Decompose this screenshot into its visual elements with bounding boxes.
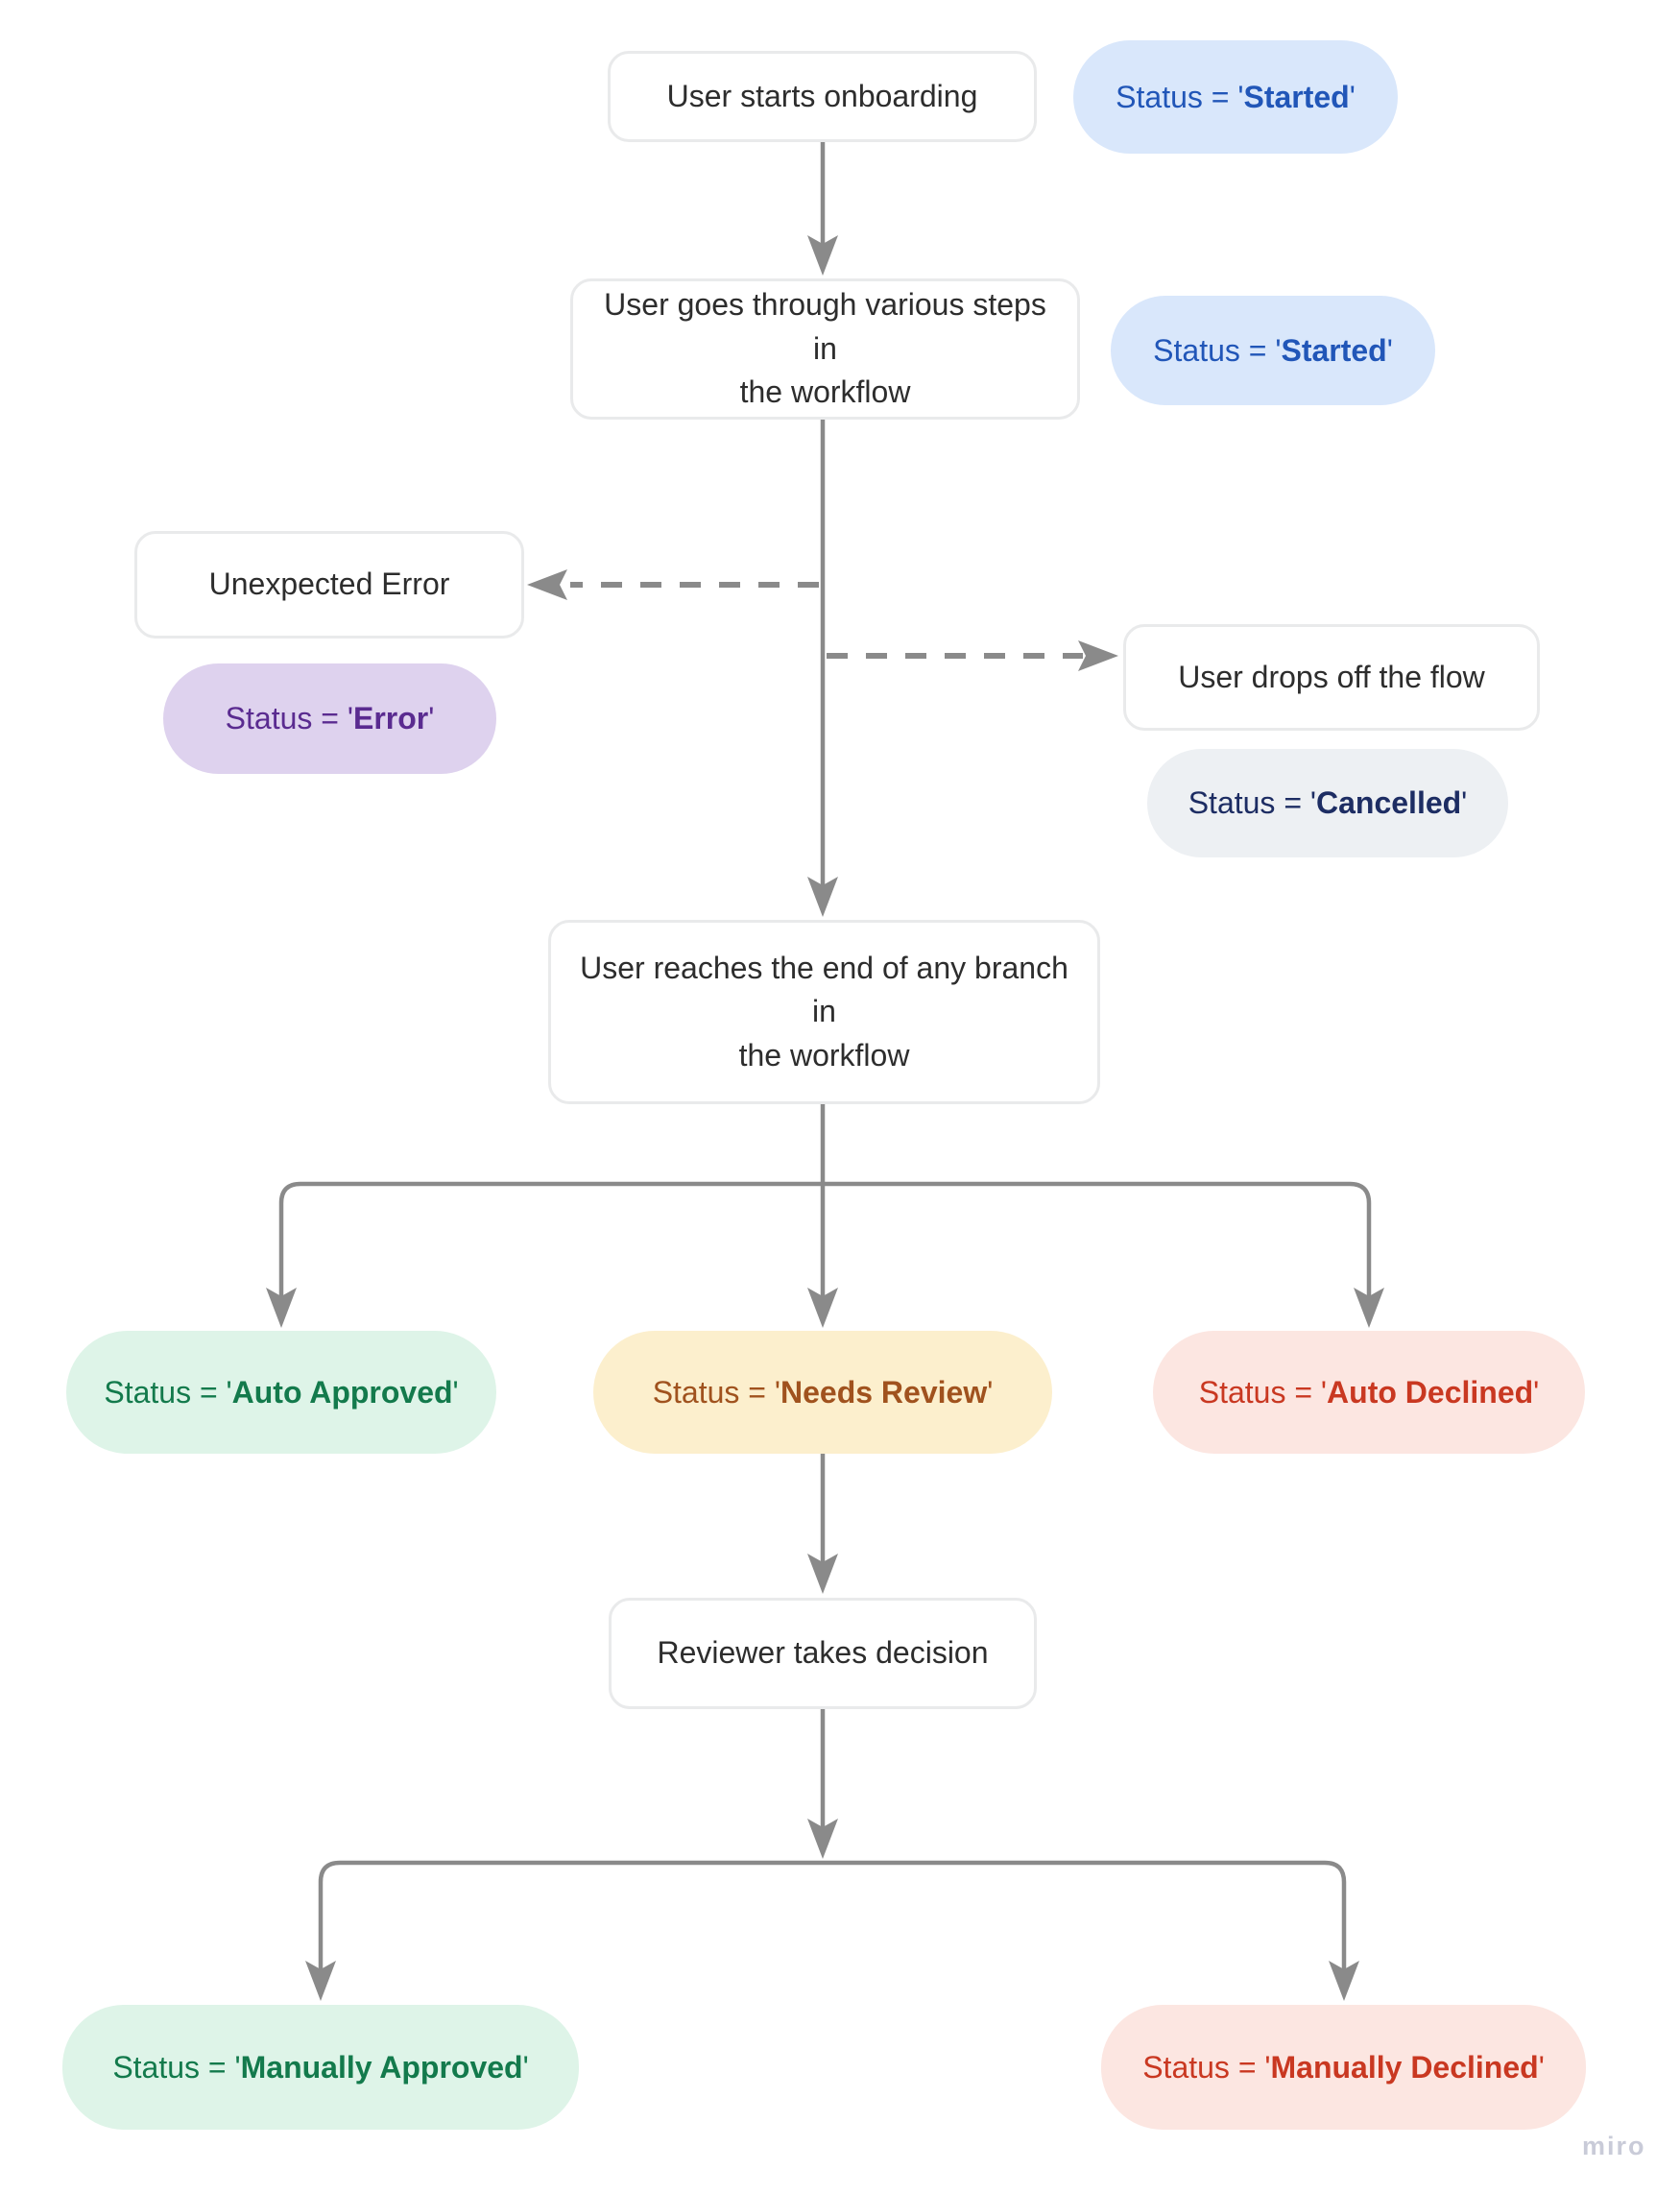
status-value: Manually Declined [1270, 2049, 1539, 2085]
node-label: User reaches the end of any branch in th… [580, 950, 1068, 1073]
status-text: Status = 'Needs Review' [653, 1375, 994, 1410]
arrowhead-into-auto-approved [266, 1288, 297, 1328]
arrowhead-into-steps [807, 235, 838, 276]
status-pill-error[interactable]: Status = 'Error' [163, 663, 496, 774]
status-prefix: Status = ' [104, 1374, 232, 1410]
status-pill-auto-approved[interactable]: Status = 'Auto Approved' [66, 1331, 496, 1454]
status-pill-manually-approved[interactable]: Status = 'Manually Approved' [62, 2005, 579, 2130]
status-value: Started [1281, 332, 1387, 368]
node-user-reaches-end[interactable]: User reaches the end of any branch in th… [548, 920, 1100, 1104]
arrowhead-into-auto-declined [1354, 1288, 1384, 1328]
status-text: Status = 'Started' [1116, 80, 1356, 115]
arrowhead-into-error [527, 569, 567, 600]
node-unexpected-error[interactable]: Unexpected Error [134, 531, 524, 639]
connector-branch-manually-approved [318, 1860, 823, 1969]
status-value: Auto Approved [231, 1374, 453, 1410]
status-suffix: ' [987, 1374, 994, 1410]
status-suffix: ' [1386, 332, 1393, 368]
status-pill-started-mid[interactable]: Status = 'Started' [1111, 296, 1435, 405]
node-user-starts-onboarding[interactable]: User starts onboarding [608, 51, 1037, 142]
status-prefix: Status = ' [112, 2049, 241, 2085]
status-suffix: ' [1533, 1374, 1540, 1410]
status-suffix: ' [1538, 2049, 1545, 2085]
node-reviewer-takes-decision[interactable]: Reviewer takes decision [609, 1598, 1037, 1709]
status-prefix: Status = ' [1153, 332, 1282, 368]
status-prefix: Status = ' [652, 1374, 780, 1410]
status-text: Status = 'Error' [226, 701, 435, 736]
status-pill-auto-declined[interactable]: Status = 'Auto Declined' [1153, 1331, 1585, 1454]
status-text: Status = 'Started' [1153, 333, 1393, 369]
status-value: Started [1243, 79, 1350, 114]
dashed-connectors [570, 582, 1083, 659]
status-prefix: Status = ' [1142, 2049, 1271, 2085]
status-text: Status = 'Auto Approved' [104, 1375, 458, 1410]
arrowheads [266, 235, 1384, 2001]
node-label: Unexpected Error [208, 567, 450, 602]
node-user-goes-through-steps[interactable]: User goes through various steps in the w… [570, 278, 1080, 420]
status-prefix: Status = ' [225, 701, 353, 735]
node-label: User drops off the flow [1178, 659, 1485, 694]
connector-branch-auto-approved [278, 1181, 823, 1296]
arrowhead-into-manually-approved [305, 1961, 336, 2001]
status-value: Cancelled [1316, 785, 1462, 820]
status-value: Manually Approved [240, 2049, 523, 2085]
status-prefix: Status = ' [1188, 785, 1316, 820]
status-value: Error [352, 701, 429, 735]
status-pill-needs-review[interactable]: Status = 'Needs Review' [593, 1331, 1052, 1454]
connector-branch-auto-declined [823, 1181, 1372, 1296]
node-user-drops-off[interactable]: User drops off the flow [1123, 624, 1540, 731]
node-label: User starts onboarding [666, 78, 978, 113]
miro-watermark: miro [1582, 2132, 1646, 2160]
status-text: Status = 'Manually Declined' [1142, 2050, 1545, 2086]
status-pill-cancelled[interactable]: Status = 'Cancelled' [1147, 749, 1508, 857]
status-suffix: ' [428, 701, 435, 735]
status-prefix: Status = ' [1198, 1374, 1328, 1410]
node-label: User goes through various steps in the w… [604, 287, 1046, 410]
status-prefix: Status = ' [1116, 79, 1244, 114]
status-value: Auto Declined [1327, 1374, 1534, 1410]
arrowhead-into-reviewer [807, 1554, 838, 1594]
status-suffix: ' [1461, 785, 1468, 820]
connector-branch-manually-declined [823, 1860, 1347, 1969]
status-suffix: ' [452, 1374, 459, 1410]
status-suffix: ' [522, 2049, 529, 2085]
arrowhead-into-split [807, 1819, 838, 1859]
status-text: Status = 'Cancelled' [1188, 785, 1468, 821]
status-pill-started-top[interactable]: Status = 'Started' [1073, 40, 1398, 154]
arrowhead-into-end [807, 877, 838, 917]
arrowhead-into-needs-review [807, 1288, 838, 1328]
status-text: Status = 'Manually Approved' [112, 2050, 528, 2086]
arrowhead-into-manually-declined [1329, 1961, 1359, 2001]
solid-connectors [278, 142, 1372, 1969]
status-suffix: ' [1349, 79, 1356, 114]
arrowhead-into-dropoff [1078, 640, 1118, 671]
node-label: Reviewer takes decision [657, 1635, 989, 1671]
status-pill-manually-declined[interactable]: Status = 'Manually Declined' [1101, 2005, 1586, 2130]
status-value: Needs Review [780, 1374, 988, 1410]
status-text: Status = 'Auto Declined' [1199, 1375, 1540, 1410]
